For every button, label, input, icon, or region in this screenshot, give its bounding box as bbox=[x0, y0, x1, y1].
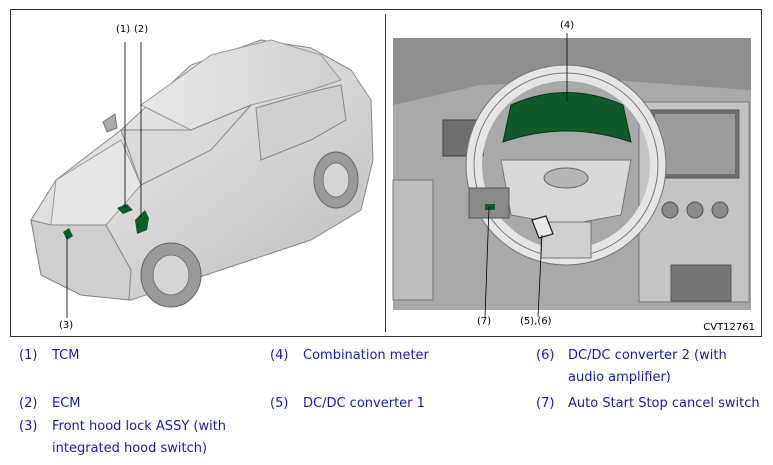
hood-lock-highlight bbox=[63, 228, 73, 240]
car-illustration bbox=[30, 39, 374, 318]
legend-text-3: Front hood lock ASSY (with integrated ho… bbox=[52, 419, 227, 456]
legend-text-6: DC/DC converter 2 (with audio amplifier) bbox=[568, 348, 727, 385]
callout-2: (2) bbox=[134, 24, 149, 35]
panel-divider bbox=[385, 14, 386, 332]
legend-num-7: (7) bbox=[536, 396, 555, 411]
callout-4: (4) bbox=[560, 20, 575, 31]
legend-text-4: Combination meter bbox=[303, 348, 429, 363]
legend-num-2: (2) bbox=[19, 396, 38, 411]
callout-5-6: (5),(6) bbox=[520, 316, 552, 327]
legend-num-4: (4) bbox=[270, 348, 289, 363]
legend-text-5: DC/DC converter 1 bbox=[303, 396, 425, 411]
legend-text-2: ECM bbox=[52, 396, 81, 411]
callout-3: (3) bbox=[59, 320, 74, 331]
legend-num-5: (5) bbox=[270, 396, 289, 411]
image-code: CVT12761 bbox=[703, 322, 755, 333]
legend-num-3: (3) bbox=[19, 419, 38, 434]
callout-7: (7) bbox=[477, 316, 492, 327]
combination-meter-highlight bbox=[502, 92, 632, 143]
figure-frame: (1) (2) (3) (4) (5),(6) (7) CVT12761 bbox=[10, 9, 762, 337]
legend-num-6: (6) bbox=[536, 348, 555, 363]
tcm-highlight bbox=[117, 204, 133, 214]
legend-text-7: Auto Start Stop cancel switch bbox=[568, 396, 760, 411]
callout-1: (1) bbox=[116, 24, 131, 35]
legend-text-1: TCM bbox=[52, 348, 80, 363]
cockpit-illustration bbox=[392, 33, 751, 318]
ecm-highlight bbox=[135, 210, 149, 234]
legend-num-1: (1) bbox=[19, 348, 38, 363]
auto-stop-switch-highlight bbox=[485, 204, 495, 210]
